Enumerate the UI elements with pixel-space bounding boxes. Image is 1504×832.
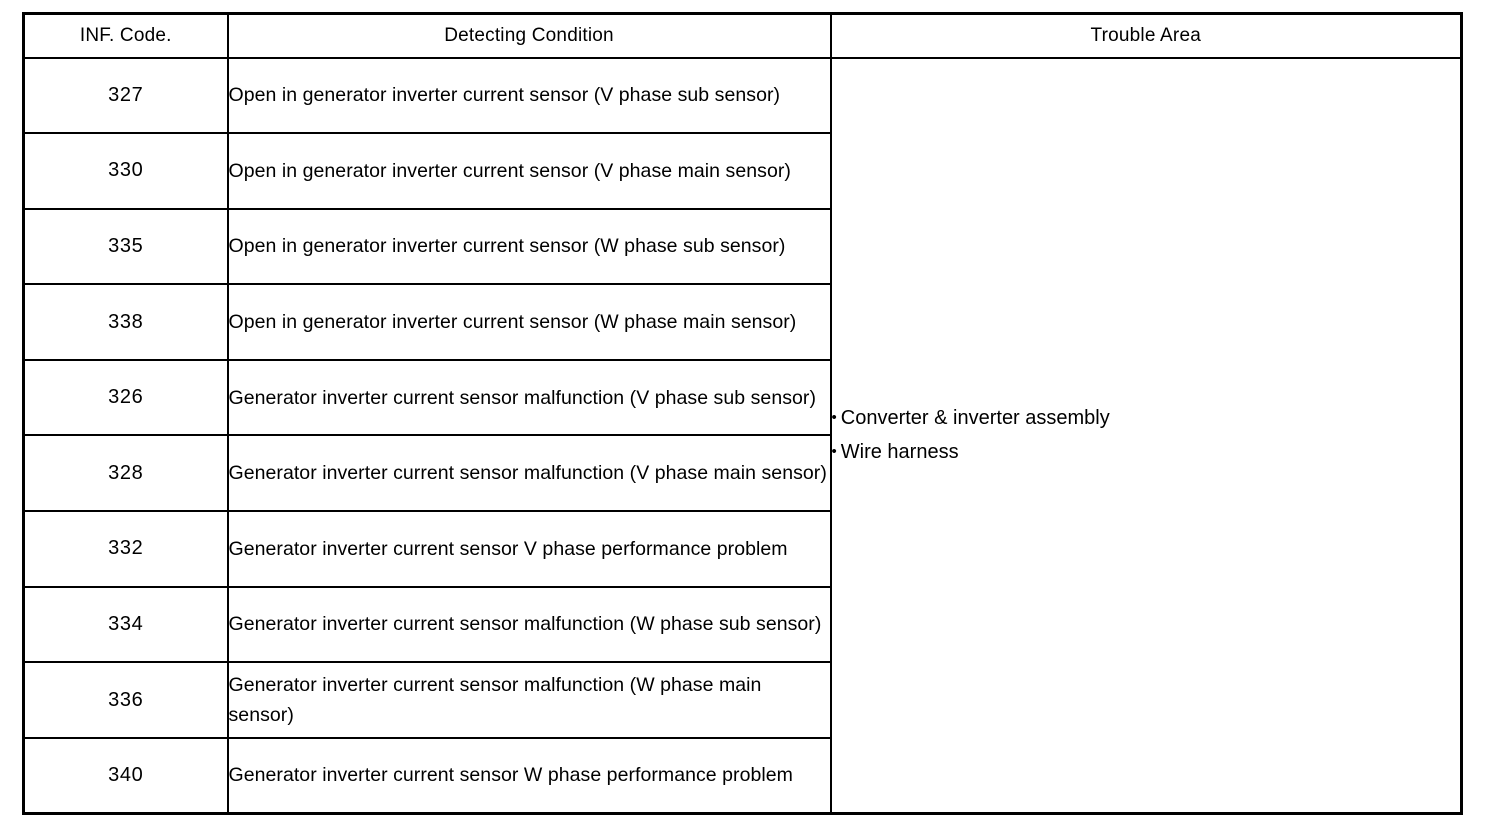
table-row: 335 Open in generator inverter current s… bbox=[22, 207, 1462, 286]
detecting-condition-cell: Generator inverter current sensor V phas… bbox=[226, 510, 832, 588]
detecting-condition-cell: Open in generator inverter current senso… bbox=[226, 56, 832, 135]
table-row: 334 Generator inverter current sensor ma… bbox=[22, 585, 1462, 664]
detecting-condition-cell: Open in generator inverter current senso… bbox=[226, 132, 832, 210]
inf-code-cell: 327 bbox=[22, 56, 229, 135]
inf-code-cell: 332 bbox=[22, 510, 229, 588]
table-row: 338 Open in generator inverter current s… bbox=[22, 283, 1462, 361]
detecting-condition-cell: Generator inverter current sensor malfun… bbox=[226, 434, 832, 513]
table-row: 327 Open in generator inverter current s… bbox=[22, 56, 1463, 815]
list-item: •Converter & inverter assembly bbox=[832, 401, 1461, 435]
inf-code-cell: 335 bbox=[22, 207, 229, 286]
trouble-area-list: •Converter & inverter assembly •Wire har… bbox=[832, 401, 1461, 469]
inf-code-cell: 340 bbox=[22, 736, 229, 815]
trouble-area-label: Wire harness bbox=[840, 441, 959, 464]
inf-code-cell: 334 bbox=[22, 585, 229, 664]
detecting-condition-cell: Generator inverter current sensor malfun… bbox=[226, 358, 832, 437]
table-row: 328 Generator inverter current sensor ma… bbox=[22, 434, 1462, 513]
trouble-area-label: Converter & inverter assembly bbox=[840, 407, 1110, 430]
inf-code-cell: 326 bbox=[22, 358, 229, 437]
table-row: 326 Generator inverter current sensor ma… bbox=[22, 358, 1462, 437]
column-header-trouble-area: Trouble Area bbox=[829, 12, 1463, 59]
inf-code-cell: 338 bbox=[22, 283, 229, 361]
bullet-icon: • bbox=[831, 443, 837, 461]
list-item: •Wire harness bbox=[832, 435, 1461, 469]
diagnostic-trouble-code-table: INF. Code. Detecting Condition Trouble A… bbox=[22, 12, 1463, 815]
detecting-condition-cell: Open in generator inverter current senso… bbox=[226, 283, 832, 361]
table-row: 336 Generator inverter current sensor ma… bbox=[22, 661, 1462, 739]
trouble-area-cell: •Converter & inverter assembly •Wire har… bbox=[829, 56, 1463, 815]
bullet-icon: • bbox=[831, 409, 837, 427]
detecting-condition-cell: Generator inverter current sensor W phas… bbox=[226, 736, 832, 815]
column-header-inf-code: INF. Code. bbox=[22, 12, 229, 59]
table-row: 330 Open in generator inverter current s… bbox=[22, 132, 1462, 210]
inf-code-cell: 330 bbox=[22, 132, 229, 210]
detecting-condition-cell: Generator inverter current sensor malfun… bbox=[226, 585, 832, 664]
column-header-detecting-condition: Detecting Condition bbox=[226, 12, 832, 59]
table-row: 332 Generator inverter current sensor V … bbox=[22, 510, 1462, 588]
table-row: 340 Generator inverter current sensor W … bbox=[22, 736, 1462, 815]
inf-code-cell: 328 bbox=[22, 434, 229, 513]
table-body: 327 Open in generator inverter current s… bbox=[22, 56, 1463, 815]
detecting-condition-cell: Open in generator inverter current senso… bbox=[226, 207, 832, 286]
inf-code-cell: 336 bbox=[22, 661, 229, 739]
detecting-condition-cell: Generator inverter current sensor malfun… bbox=[226, 661, 832, 739]
table-header-row: INF. Code. Detecting Condition Trouble A… bbox=[22, 12, 1463, 59]
